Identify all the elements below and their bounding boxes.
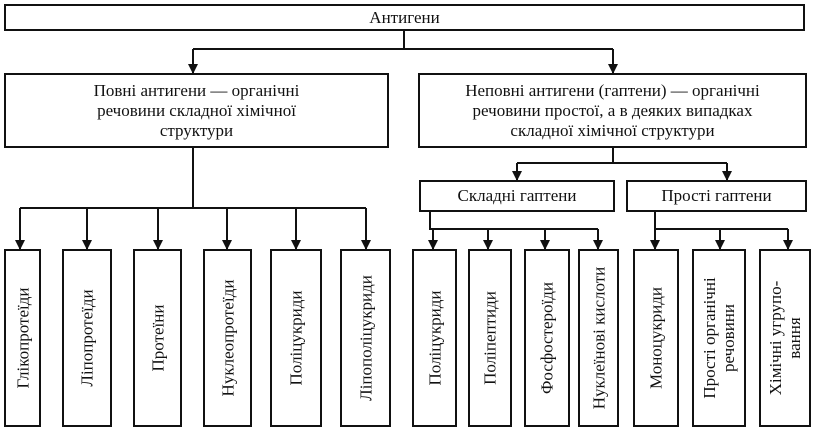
leaf-label-line-2: вання — [785, 317, 804, 359]
leaf-nucleoproteids: Нуклеопротеїди — [203, 249, 252, 427]
leaf-label: Нуклеопротеїди — [218, 279, 237, 397]
leaf-label-line-1: Хімічні угрупо- — [766, 280, 785, 396]
node-incomplete-antigens: Неповні антигени (гаптени) — органічні р… — [418, 73, 807, 148]
connector-complex-children — [429, 212, 598, 230]
root-node-antigens: Антигени — [4, 4, 805, 31]
node-simple-haptens: Прості гаптени — [626, 180, 807, 212]
leaf-monosaccharides: Моноцукриди — [633, 249, 679, 427]
connector-simple-children — [654, 212, 788, 230]
leaf-label: Ліпополіцукриди — [356, 275, 375, 401]
full-antigens-line-2: речовини складної хімічної — [97, 100, 296, 120]
incomplete-antigens-line-1: Неповні антигени (гаптени) — органічні — [465, 80, 760, 100]
leaf-phosphosteroids: Фосфостероїди — [524, 249, 570, 427]
incomplete-antigens-line-2: речовини простої, а в деяких випадках — [472, 100, 753, 120]
leaf-label: Нуклеїнові кислоти — [589, 266, 608, 410]
full-antigens-line-3: структури — [159, 120, 234, 140]
leaf-label: Поліцукриди — [425, 290, 444, 386]
leaf-label: Ліпопротеїди — [77, 289, 97, 387]
leaf-label: Протеїни — [148, 304, 167, 372]
leaf-label: Поліпептиди — [480, 291, 500, 385]
full-antigens-line-1: Повні антигени — органічні — [93, 80, 300, 100]
leaf-label: Фосфостероїди — [537, 281, 557, 395]
leaf-simple-organic-substances: Прості органічні речовини — [692, 249, 746, 427]
leaf-lipopolysaccharides: Ліпополіцукриди — [340, 249, 391, 427]
leaf-label-line-2: речовини — [719, 304, 738, 373]
leaf-polypeptides: Поліпептиди — [468, 249, 512, 427]
node-complex-haptens: Складні гаптени — [419, 180, 615, 212]
leaf-lipoproteids: Ліпопротеїди — [62, 249, 112, 427]
leaf-glycoproteids: Глікопротеїди — [4, 249, 41, 427]
leaf-proteins: Протеїни — [133, 249, 182, 427]
leaf-label: Поліцукриди — [286, 290, 306, 386]
node-full-antigens: Повні антигени — органічні речовини скла… — [4, 73, 389, 148]
connector-full-children — [20, 147, 366, 209]
connector-root — [193, 30, 613, 50]
leaf-label-line-1: Прості органічні — [700, 277, 719, 399]
leaf-polysaccharides: Поліцукриди — [270, 249, 322, 427]
leaf-label: Глікопротеїди — [13, 287, 32, 389]
complex-haptens-label: Складні гаптени — [457, 186, 577, 205]
connector-incomplete-split — [517, 147, 727, 164]
leaf-nucleic-acids: Нуклеїнові кислоти — [578, 249, 619, 427]
root-label: Антигени — [369, 7, 440, 27]
leaf-haptene-polysaccharides: Поліцукриди — [412, 249, 457, 427]
leaf-label: Моноцукриди — [646, 287, 666, 389]
simple-haptens-label: Прості гаптени — [661, 186, 772, 205]
incomplete-antigens-line-3: складної хімічної структури — [510, 120, 715, 140]
leaf-chemical-groups: Хімічні угрупо- вання — [759, 249, 811, 427]
